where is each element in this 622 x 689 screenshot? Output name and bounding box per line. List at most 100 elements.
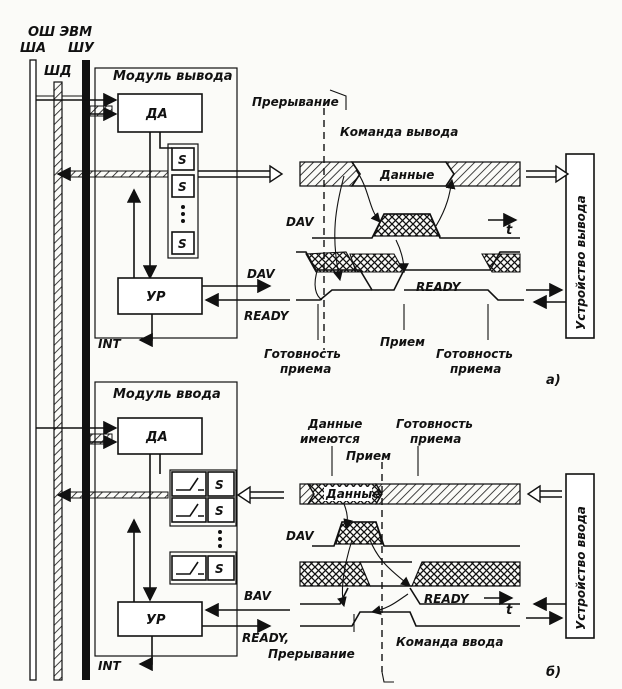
timing-b-curve-2 <box>337 539 353 608</box>
output-module-title: Модуль вывода <box>113 69 233 84</box>
output-register-s1 <box>171 147 195 171</box>
timing-a-accept-label: Прием <box>380 335 425 349</box>
input-da-block <box>117 417 203 455</box>
input-int-line <box>138 636 153 672</box>
output-da-to-reg <box>159 132 172 149</box>
input-device-label: Устройство ввода <box>574 506 588 630</box>
output-int-label: INT <box>98 337 122 351</box>
timing-b-command-hook <box>381 671 394 683</box>
timing-b-data-present-1: Данные <box>307 417 362 431</box>
timing-b-interrupt-label: Прерывание <box>268 647 355 661</box>
timing-a-curve-2 <box>435 178 456 227</box>
address-bus-line <box>29 59 37 681</box>
timing-b-curve-1 <box>343 503 353 530</box>
input-ur-label: УР <box>146 613 166 628</box>
input-bus-tap <box>89 433 113 445</box>
input-device-box <box>565 473 595 639</box>
timing-b-ticks <box>331 446 419 476</box>
input-data-bus-link <box>63 491 169 499</box>
output-da-label: ДА <box>145 107 168 122</box>
input-bav-label: BAV <box>244 589 273 603</box>
input-register-frame <box>169 469 237 527</box>
timing-a-dav-label: DAV <box>286 215 315 229</box>
timing-b-curve-4 <box>370 593 409 615</box>
timing-b-ready-label: READY <box>424 592 470 606</box>
input-register-s2 <box>207 497 235 523</box>
input-switch-1 <box>171 471 207 497</box>
output-bus-tap <box>89 105 113 117</box>
input-ready-label: READY, <box>242 631 289 645</box>
output-device: Устройство вывода <box>526 153 595 339</box>
timing-b-accept-label: Прием <box>346 449 391 463</box>
output-ur-label: УР <box>146 290 166 305</box>
timing-a-ready-accept-left-2: приема <box>280 362 331 376</box>
timing-a-data-label: Данные <box>379 168 434 182</box>
output-register-s2 <box>171 174 195 198</box>
timing-a-data-hatched-right <box>444 161 521 187</box>
timing-b-ready-cross-right <box>411 561 521 587</box>
timing-a-curve-5 <box>314 267 323 301</box>
timing-diagram-b: Данные имеются Готовность приема Прием Д… <box>268 417 561 683</box>
input-switch-2 <box>171 497 207 523</box>
timing-a-ready-accept-right-1: Готовность <box>436 347 513 361</box>
input-register-s1-label: S <box>215 478 224 492</box>
timing-a-t-label: t <box>506 223 513 238</box>
input-switch-1-symbol <box>176 477 204 491</box>
timing-a-interrupt-hook <box>329 89 347 110</box>
system-bus: ОШ ЭВМ ША ШД ШУ <box>20 25 95 681</box>
output-module-frame <box>94 67 238 339</box>
timing-a-ready-accept-right-2: приема <box>450 362 501 376</box>
input-switch-3-symbol <box>176 561 204 575</box>
timing-a-ready-low <box>296 289 372 301</box>
timing-a-ready-accept-left-1: Готовность <box>264 347 341 361</box>
output-register-frame <box>167 143 199 259</box>
timing-b-data-label: Данные <box>325 487 380 501</box>
timing-b-curve-3 <box>369 539 411 587</box>
input-device-to-register <box>246 491 284 499</box>
input-da-label: ДА <box>145 430 168 445</box>
timing-b-dav-cross <box>335 521 383 545</box>
output-register-s3 <box>171 231 195 255</box>
input-register-s3 <box>207 555 235 581</box>
output-dav-label: DAV <box>247 267 276 281</box>
bus-sha-label: ША <box>20 41 46 56</box>
timing-a-data-hatched-left <box>299 161 361 187</box>
input-int-label: INT <box>98 659 122 673</box>
input-register-s2-label: S <box>215 504 224 518</box>
timing-b-input-command-label: Команда ввода <box>396 635 503 649</box>
timing-b-t-label: t <box>506 603 513 618</box>
timing-b-figure-label: б) <box>546 665 561 680</box>
timing-diagram-a: Прерывание Команда вывода Данные DAV t R… <box>252 89 561 388</box>
input-module: Модуль ввода ДА S S S УР <box>36 381 290 673</box>
bus-osh-evm-label: ОШ ЭВМ <box>28 25 92 40</box>
input-ur-block <box>117 601 203 637</box>
timing-a-interrupt-label: Прерывание <box>252 95 339 109</box>
timing-a-output-command-label: Команда вывода <box>340 125 458 139</box>
timing-b-data-label-bg <box>324 487 372 501</box>
input-register-s3-label: S <box>215 562 224 576</box>
output-device-box <box>565 153 595 339</box>
output-register-s1-label: S <box>178 153 187 167</box>
timing-b-data-hatched-right <box>374 483 521 505</box>
timing-a-curve-4 <box>333 175 345 282</box>
output-register-to-device <box>198 170 272 178</box>
timing-a-ready-cross-3 <box>481 253 521 273</box>
output-data-bus-link <box>63 170 169 178</box>
output-ur-block <box>117 277 203 315</box>
output-register-s2-label: S <box>178 180 187 194</box>
output-module: Модуль вывода ДА S S S УР DAV R <box>36 67 290 351</box>
timing-b-data-present-2: имеются <box>300 432 360 446</box>
timing-a-curve-1 <box>355 169 381 223</box>
output-device-label: Устройство вывода <box>574 195 588 330</box>
timing-a-dav-cross <box>373 213 441 237</box>
output-register-s3-label: S <box>178 237 187 251</box>
output-ready-label: READY <box>244 309 290 323</box>
input-module-frame <box>94 381 238 657</box>
timing-b-ready-steps <box>300 587 520 605</box>
timing-b-ready-cross-left <box>299 561 371 587</box>
timing-b-ready-accept-1: Готовность <box>396 417 473 431</box>
input-device: Устройство ввода <box>526 473 595 639</box>
output-da-block <box>117 93 203 133</box>
